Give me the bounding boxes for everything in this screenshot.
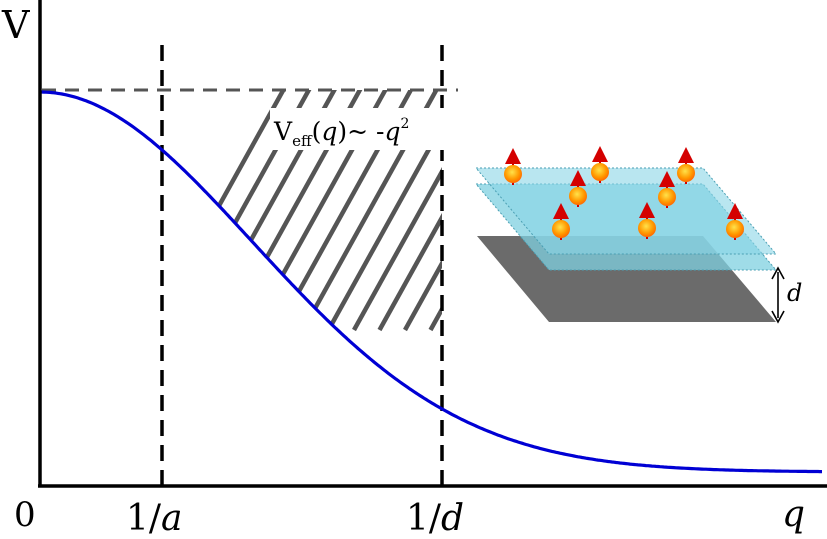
spin-particle — [658, 171, 676, 208]
hatch-line — [301, 90, 442, 332]
particle-dot — [569, 187, 587, 205]
particle-dot — [726, 220, 744, 238]
y-axis-label: V — [1, 3, 30, 47]
hatch-line — [326, 90, 442, 332]
distance-arrow-head-bottom — [771, 310, 785, 324]
particle-dot — [504, 165, 522, 183]
spin-particle — [569, 170, 587, 207]
hatch-line — [352, 90, 442, 332]
x-axis-label: q — [782, 494, 805, 535]
hatch-line — [377, 90, 442, 332]
tick-label-1-over-a: 1/a — [126, 498, 183, 539]
spin-particle — [552, 203, 570, 240]
particle-dot — [591, 163, 609, 181]
spin-particle — [504, 148, 522, 185]
spin-particle — [677, 147, 695, 184]
particle-dot — [552, 220, 570, 238]
hatch-line — [403, 90, 442, 332]
potential-curve — [40, 90, 822, 474]
particle-dot — [677, 164, 695, 182]
upper-layer-plane — [474, 167, 778, 255]
origin-label: 0 — [14, 495, 36, 535]
spin-particles — [504, 146, 744, 240]
distance-label: d — [787, 279, 802, 307]
spin-particle — [638, 202, 656, 239]
formula-background — [270, 108, 446, 150]
particle-dot — [658, 188, 676, 206]
formula-veff: Veff(q)~ -q2 — [273, 116, 409, 150]
tick-label-1-over-d: 1/d — [406, 498, 464, 539]
hatch-line — [275, 90, 430, 332]
spin-particle — [591, 146, 609, 183]
spin-particle — [726, 203, 744, 240]
inset-diagram: d — [474, 146, 802, 324]
particle-dot — [638, 219, 656, 237]
distance-arrow-head-top — [771, 266, 785, 280]
